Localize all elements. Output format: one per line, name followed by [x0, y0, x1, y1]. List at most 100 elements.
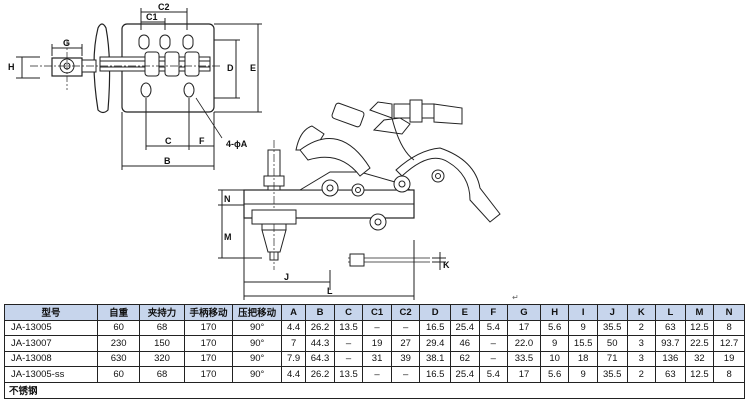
table-cell: 13.5	[333, 319, 364, 336]
header-cell: J	[596, 304, 628, 321]
table-cell: 44.3	[305, 335, 335, 352]
header-cell: C	[333, 304, 364, 321]
table-cell: 13.5	[333, 366, 364, 383]
table-cell: 63	[655, 319, 686, 336]
table-cell: –	[478, 350, 509, 367]
table-cell: 60	[97, 319, 141, 336]
table-cell: 2	[626, 366, 657, 383]
table-cell: 4.4	[280, 319, 307, 336]
table-cell: 630	[97, 350, 141, 367]
table-cell: 31	[362, 350, 392, 367]
table-cell: 12.5	[684, 319, 715, 336]
dim-label-k: K	[443, 260, 450, 270]
table-cell: 71	[596, 350, 628, 367]
table-cell: 90°	[232, 319, 282, 336]
note-row: 不锈钢	[4, 381, 745, 399]
table-cell: 3	[626, 335, 657, 352]
table-cell: –	[333, 335, 364, 352]
dim-label-g: G	[63, 38, 70, 48]
table-cell: 18	[568, 350, 598, 367]
dim-label-b: B	[164, 156, 171, 166]
top-view	[16, 8, 262, 170]
table-cell: 22.0	[507, 335, 541, 352]
dim-label-j: J	[284, 272, 289, 282]
side-view	[218, 99, 501, 300]
table-cell: 5.6	[539, 319, 570, 336]
header-cell: B	[305, 304, 335, 321]
table-cell: 68	[139, 366, 185, 383]
header-cell: 自重	[97, 304, 141, 321]
table-cell: 230	[97, 335, 141, 352]
table-cell: 90°	[232, 335, 282, 352]
table-cell: 8	[713, 366, 745, 383]
header-cell: F	[478, 304, 509, 321]
table-cell: JA-13005	[3, 319, 99, 336]
table-cell: –	[362, 366, 392, 383]
table-cell: 35.5	[596, 319, 628, 336]
header-cell: I	[568, 304, 598, 321]
dim-label-d: D	[227, 63, 234, 73]
table-cell: 19	[713, 350, 745, 367]
spec-table-header: 型号 自重 夹持力 手柄移动 压把移动 A B C C1 C2 D E F G …	[3, 304, 745, 321]
header-cell: N	[713, 304, 745, 321]
header-cell: 压把移动	[232, 304, 282, 321]
table-cell: 26.2	[305, 366, 335, 383]
table-cell: 39	[390, 350, 421, 367]
table-cell: JA-13005-ss	[3, 366, 99, 383]
table-cell: –	[333, 350, 364, 367]
table-cell: 170	[183, 335, 234, 352]
table-cell: 17	[507, 366, 541, 383]
header-cell: C1	[362, 304, 392, 321]
table-cell: 50	[596, 335, 628, 352]
table-cell: –	[478, 335, 509, 352]
table-cell: 170	[183, 350, 234, 367]
header-cell: 夹持力	[139, 304, 185, 321]
table-cell: –	[362, 319, 392, 336]
table-cell: –	[390, 366, 421, 383]
table-cell: 10	[539, 350, 570, 367]
header-cell: 手柄移动	[183, 304, 234, 321]
table-cell: 170	[183, 366, 234, 383]
dim-label-e: E	[250, 63, 256, 73]
table-cell: 22.5	[684, 335, 715, 352]
table-cell: 136	[655, 350, 686, 367]
dim-label-c1: C1	[146, 12, 158, 22]
return-mark: ↵	[512, 293, 519, 302]
table-cell: 9	[568, 319, 598, 336]
table-cell: 4.4	[280, 366, 307, 383]
table-cell: 93.7	[655, 335, 686, 352]
table-cell: 25.4	[450, 319, 480, 336]
dim-label-c: C	[165, 136, 172, 146]
header-cell: C2	[390, 304, 421, 321]
table-cell: 32	[684, 350, 715, 367]
header-cell: 型号	[3, 304, 99, 321]
table-cell: 170	[183, 319, 234, 336]
table-cell: 12.5	[684, 366, 715, 383]
table-cell: 8	[713, 319, 745, 336]
table-cell: 16.5	[419, 319, 452, 336]
table-cell: –	[390, 319, 421, 336]
table-cell: 62	[450, 350, 480, 367]
table-cell: 25.4	[450, 366, 480, 383]
header-cell: K	[626, 304, 657, 321]
dim-label-h: H	[8, 62, 15, 72]
table-cell: 19	[362, 335, 392, 352]
table-cell: 33.5	[507, 350, 541, 367]
table-cell: 35.5	[596, 366, 628, 383]
table-cell: 46	[450, 335, 480, 352]
table-cell: 12.7	[713, 335, 745, 352]
table-row: JA-13005-ss 60 68 170 90° 4.4 26.2 13.5 …	[3, 366, 745, 383]
table-cell: 64.3	[305, 350, 335, 367]
table-cell: 7.9	[280, 350, 307, 367]
table-cell: 16.5	[419, 366, 452, 383]
note-cell: 不锈钢	[4, 381, 745, 399]
table-cell: 5.4	[478, 366, 509, 383]
table-cell: 68	[139, 319, 185, 336]
header-cell: M	[684, 304, 715, 321]
table-cell: 63	[655, 366, 686, 383]
table-row: JA-13008 630 320 170 90° 7.9 64.3 – 31 3…	[3, 350, 745, 367]
dim-label-m: M	[224, 232, 232, 242]
table-cell: 9	[539, 335, 570, 352]
header-cell: A	[280, 304, 307, 321]
table-cell: 5.4	[478, 319, 509, 336]
